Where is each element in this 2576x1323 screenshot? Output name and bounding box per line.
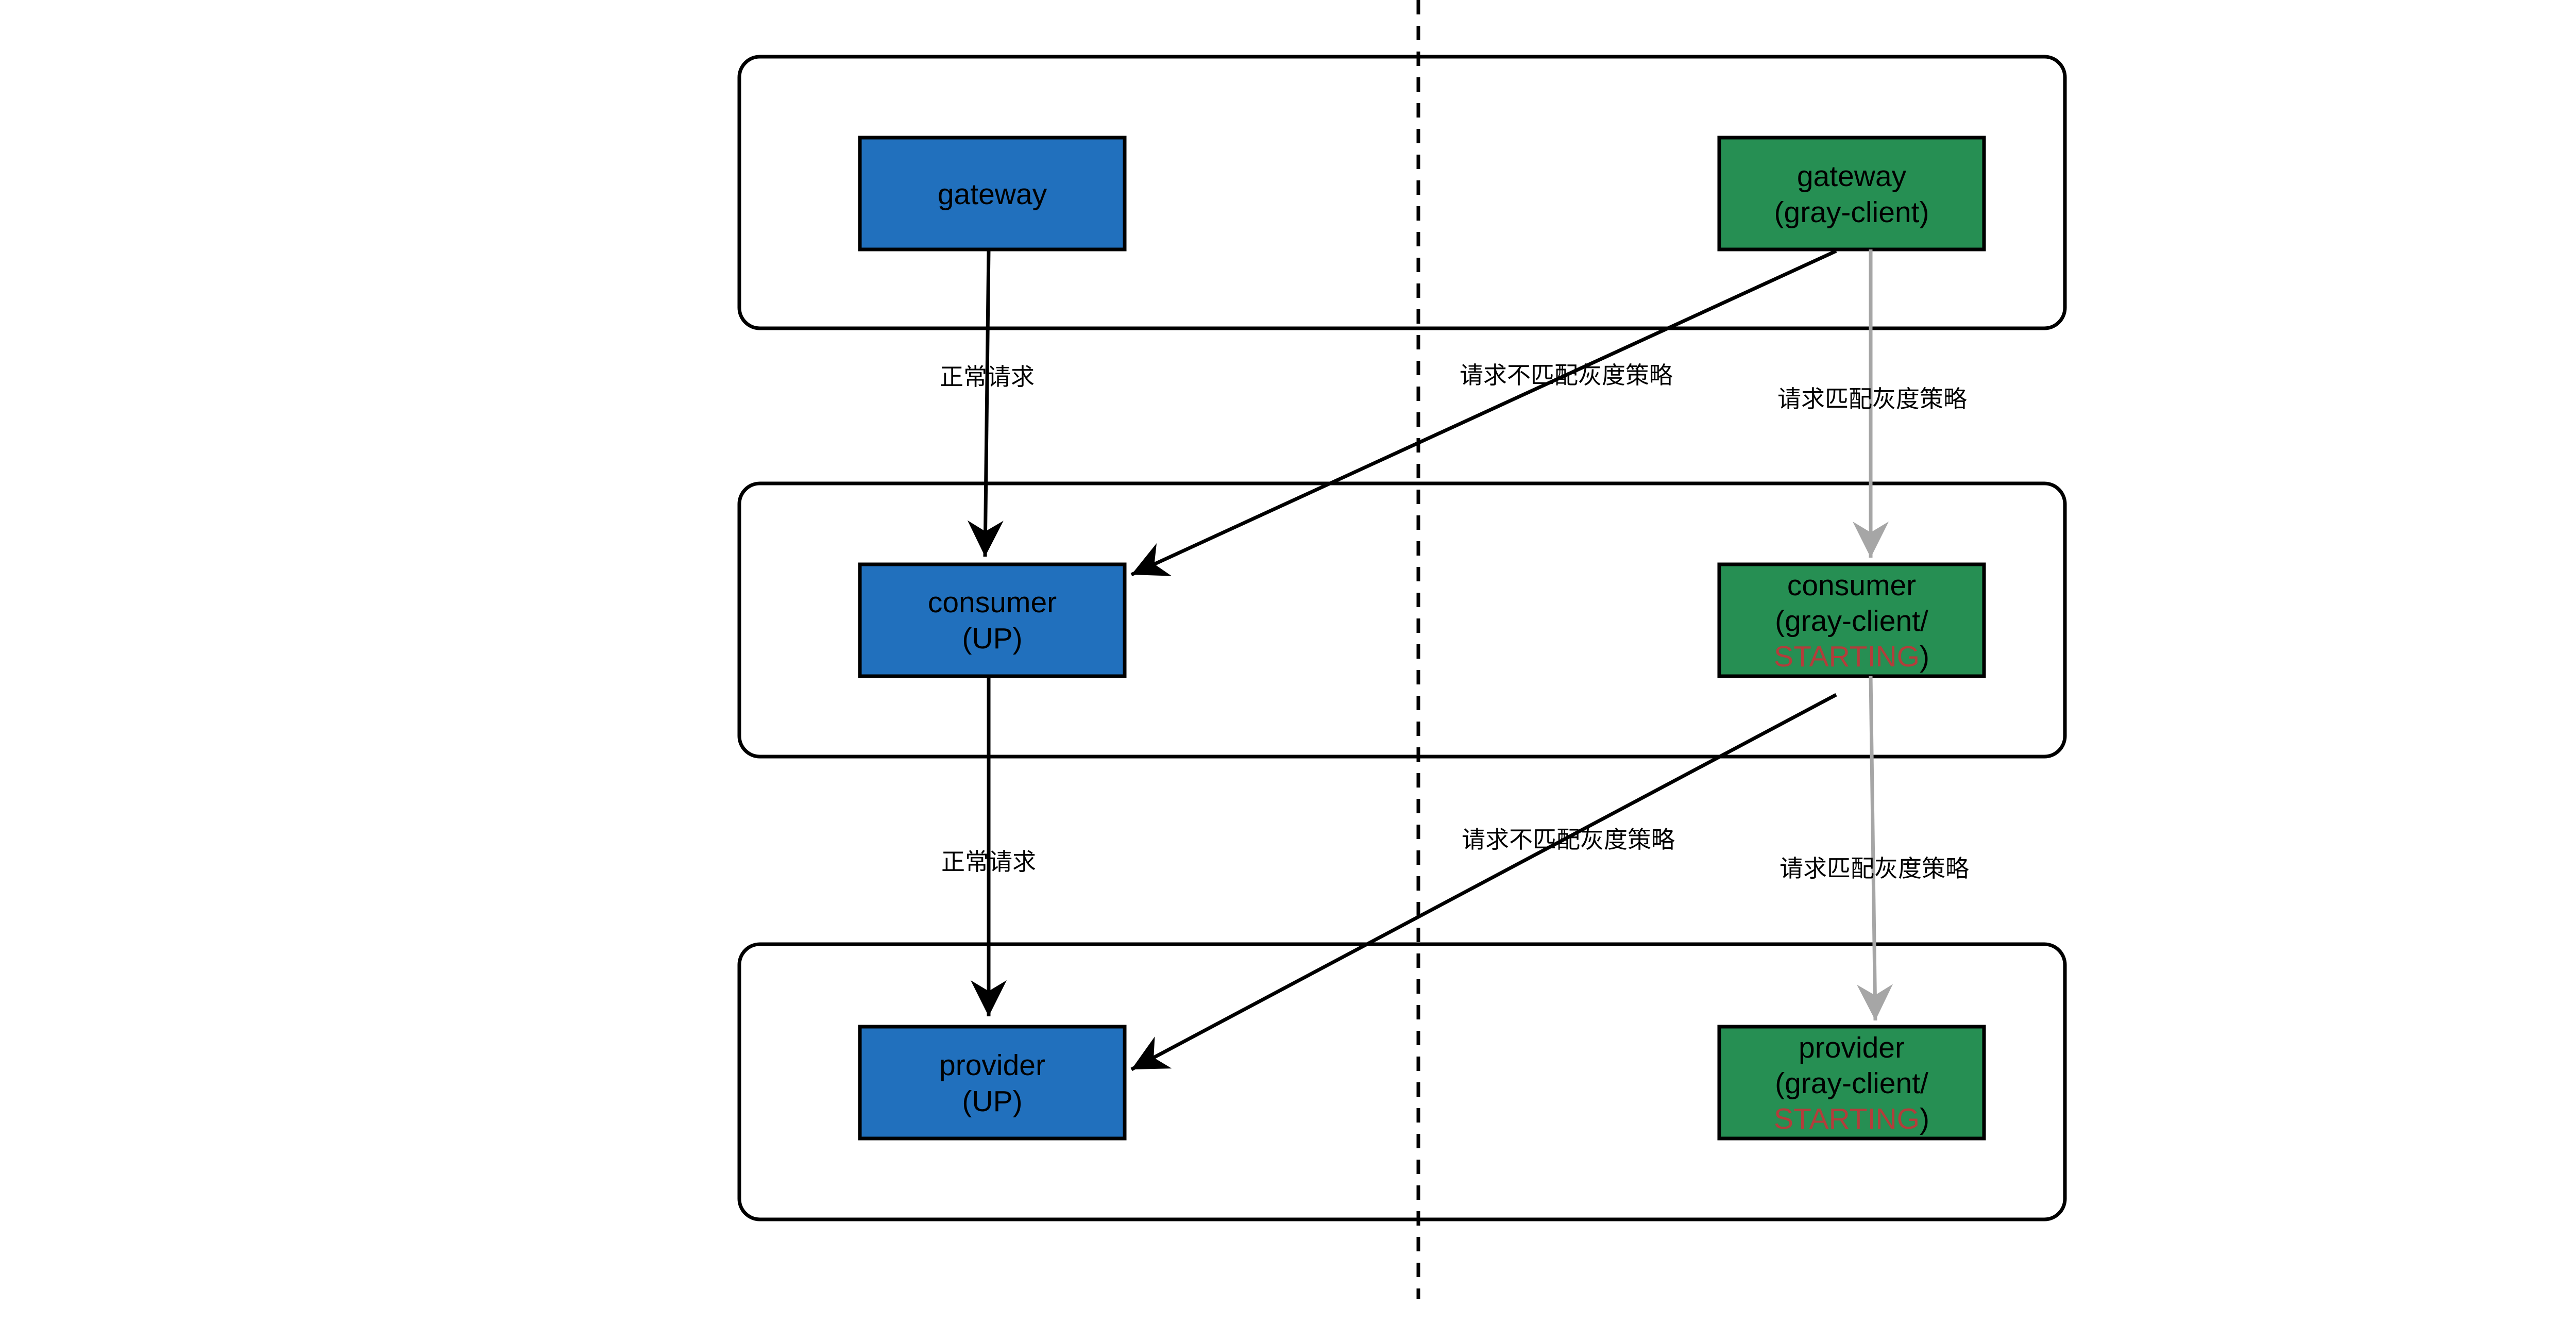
edge-gateway-to-consumer-normal <box>967 249 1004 557</box>
provider-layer-container <box>737 942 2067 1221</box>
node-sublabel: (gray-client) <box>1774 196 1929 229</box>
node-sublabel: (gray-client/ <box>1775 1067 1928 1100</box>
gateway-layer-container <box>737 55 2067 330</box>
node-label: gateway <box>1797 160 1907 193</box>
node-provider-normal[interactable]: provider (UP) <box>858 1025 1127 1141</box>
svg-text:STARTING): STARTING) <box>1774 1102 1929 1135</box>
edge-gray-gateway-to-normal-consumer <box>1130 249 1837 577</box>
consumer-layer-container <box>737 481 2067 759</box>
svg-text:STARTING): STARTING) <box>1774 640 1929 673</box>
edge-gray-consumer-to-gray-provider <box>1857 676 1893 1021</box>
edge-label-normal-request: 正常请求 <box>941 848 1036 876</box>
node-label: consumer <box>928 586 1057 619</box>
edge-label-mismatch-policy: 请求不匹配灰度策略 <box>1460 361 1673 389</box>
node-status: (UP) <box>962 622 1022 655</box>
edge-label-match-policy: 请求匹配灰度策略 <box>1777 385 1967 413</box>
close-paren: ) <box>1920 640 1929 673</box>
status-starting: STARTING <box>1774 640 1920 673</box>
node-consumer-normal[interactable]: consumer (UP) <box>858 562 1127 678</box>
edge-label-mismatch-policy: 请求不匹配灰度策略 <box>1462 826 1675 853</box>
close-paren: ) <box>1920 1102 1929 1135</box>
node-consumer-gray[interactable]: consumer (gray-client/ STARTING) <box>1717 562 1986 678</box>
node-label: provider <box>939 1049 1045 1082</box>
edge-label-normal-request: 正常请求 <box>940 363 1035 391</box>
edge-label-match-policy: 请求匹配灰度策略 <box>1780 855 1969 882</box>
node-sublabel: (gray-client/ <box>1775 605 1928 638</box>
node-gateway-gray[interactable]: gateway (gray-client) <box>1717 136 1986 252</box>
node-label: consumer <box>1787 569 1916 602</box>
node-label: provider <box>1799 1031 1905 1064</box>
node-provider-gray[interactable]: provider (gray-client/ STARTING) <box>1717 1025 1986 1141</box>
edge-gray-consumer-to-normal-provider <box>1130 693 1837 1071</box>
status-starting: STARTING <box>1774 1102 1920 1135</box>
node-gateway-normal[interactable]: gateway <box>858 136 1127 252</box>
node-label: gateway <box>938 178 1047 211</box>
node-status: (UP) <box>962 1085 1022 1118</box>
